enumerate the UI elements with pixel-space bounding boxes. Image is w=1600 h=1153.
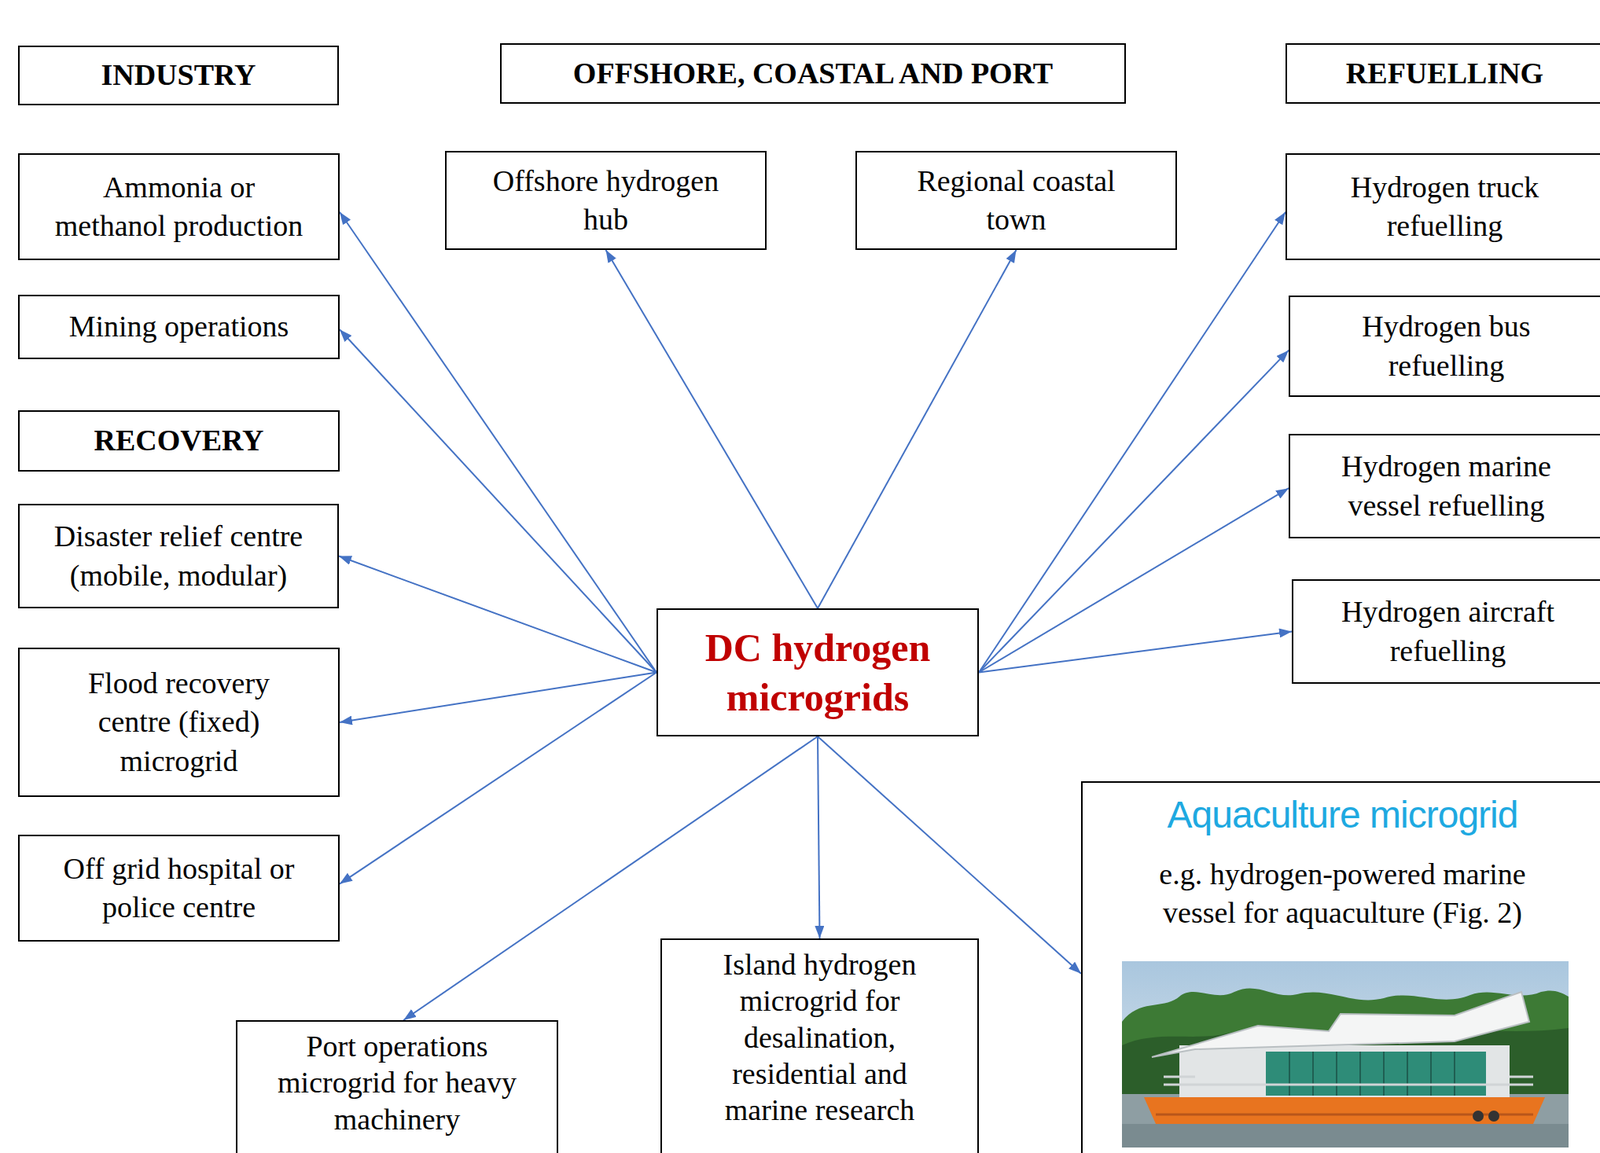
panel-text: e.g. hydrogen-powered marine vessel for …	[1138, 855, 1548, 934]
box-text: Flood recovery centre (fixed) microgrid	[61, 664, 298, 781]
connector-arrow	[339, 212, 657, 674]
barge-hull	[1143, 1097, 1545, 1125]
application-box: Off grid hospital or police centre	[18, 834, 340, 942]
heading-text: OFFSHORE, COASTAL AND PORT	[573, 55, 1053, 92]
water	[1121, 1094, 1569, 1148]
water-reflection	[1121, 1124, 1569, 1148]
roof-canopy	[1151, 992, 1530, 1058]
box-text: Hydrogen truck refuelling	[1315, 168, 1575, 247]
connector-arrow	[978, 212, 1286, 674]
category-heading: REFUELLING	[1285, 43, 1600, 104]
connector-arrow	[817, 250, 1017, 609]
aquaculture-panel: Aquaculture microgrid e.g. hydrogen-power…	[1081, 781, 1600, 1153]
application-box: Hydrogen bus refuelling	[1288, 295, 1600, 398]
fender	[1472, 1110, 1484, 1122]
box-text: Port operations microgrid for heavy mach…	[263, 1028, 531, 1138]
connector-arrow	[978, 350, 1289, 674]
box-text: Off grid hospital or police centre	[45, 849, 313, 928]
application-box: Hydrogen truck refuelling	[1285, 153, 1600, 261]
application-box: Hydrogen aircraft refuelling	[1291, 579, 1600, 685]
application-box: Offshore hydrogen hub	[445, 150, 767, 251]
application-box: Hydrogen marine vessel refuelling	[1288, 434, 1600, 539]
box-text: Regional coastal town	[898, 161, 1135, 240]
category-heading: OFFSHORE, COASTAL AND PORT	[500, 43, 1126, 104]
box-text: Hydrogen aircraft refuelling	[1318, 592, 1578, 671]
hub-title: DC hydrogen microgrids	[669, 623, 967, 722]
glass-panels	[1265, 1051, 1486, 1097]
heading-text: RECOVERY	[93, 422, 264, 460]
sky	[1121, 961, 1569, 1148]
category-heading: RECOVERY	[18, 410, 340, 472]
application-box: Port operations microgrid for heavy mach…	[235, 1020, 559, 1153]
panel-title: Aquaculture microgrid	[1167, 792, 1519, 839]
connector-arrow	[978, 632, 1292, 674]
box-text: Island hydrogen microgrid for desalinati…	[702, 946, 938, 1130]
application-box: Mining operations	[18, 294, 340, 360]
deck-house	[1179, 1045, 1510, 1100]
connector-arrow	[339, 329, 657, 673]
application-box: Disaster relief centre (mobile, modular)	[18, 503, 339, 609]
connector-arrow	[817, 736, 821, 939]
box-text: Ammonia or methanol production	[47, 168, 311, 247]
box-text: Hydrogen marine vessel refuelling	[1316, 447, 1577, 526]
heading-text: INDUSTRY	[100, 57, 256, 94]
application-box: Island hydrogen microgrid for desalinati…	[660, 938, 979, 1153]
box-text: Disaster relief centre (mobile, modular)	[44, 517, 313, 596]
connector-arrow	[339, 673, 657, 885]
hub-box: DC hydrogen microgrids	[656, 608, 979, 737]
application-box: Flood recovery centre (fixed) microgrid	[18, 647, 340, 798]
railing	[1163, 1077, 1534, 1086]
connector-arrow	[606, 250, 819, 609]
box-text: Offshore hydrogen hub	[484, 161, 729, 240]
fender	[1488, 1110, 1500, 1122]
box-text: Hydrogen bus refuelling	[1316, 307, 1577, 386]
box-text: Mining operations	[69, 307, 290, 346]
heading-text: REFUELLING	[1346, 55, 1544, 92]
panel-frames	[1289, 1051, 1455, 1097]
connector-arrow	[339, 673, 657, 724]
category-heading: INDUSTRY	[18, 45, 339, 106]
connector-arrow	[978, 488, 1289, 673]
application-box: Ammonia or methanol production	[18, 153, 340, 261]
application-box: Regional coastal town	[855, 150, 1178, 251]
connector-arrow	[338, 556, 657, 674]
